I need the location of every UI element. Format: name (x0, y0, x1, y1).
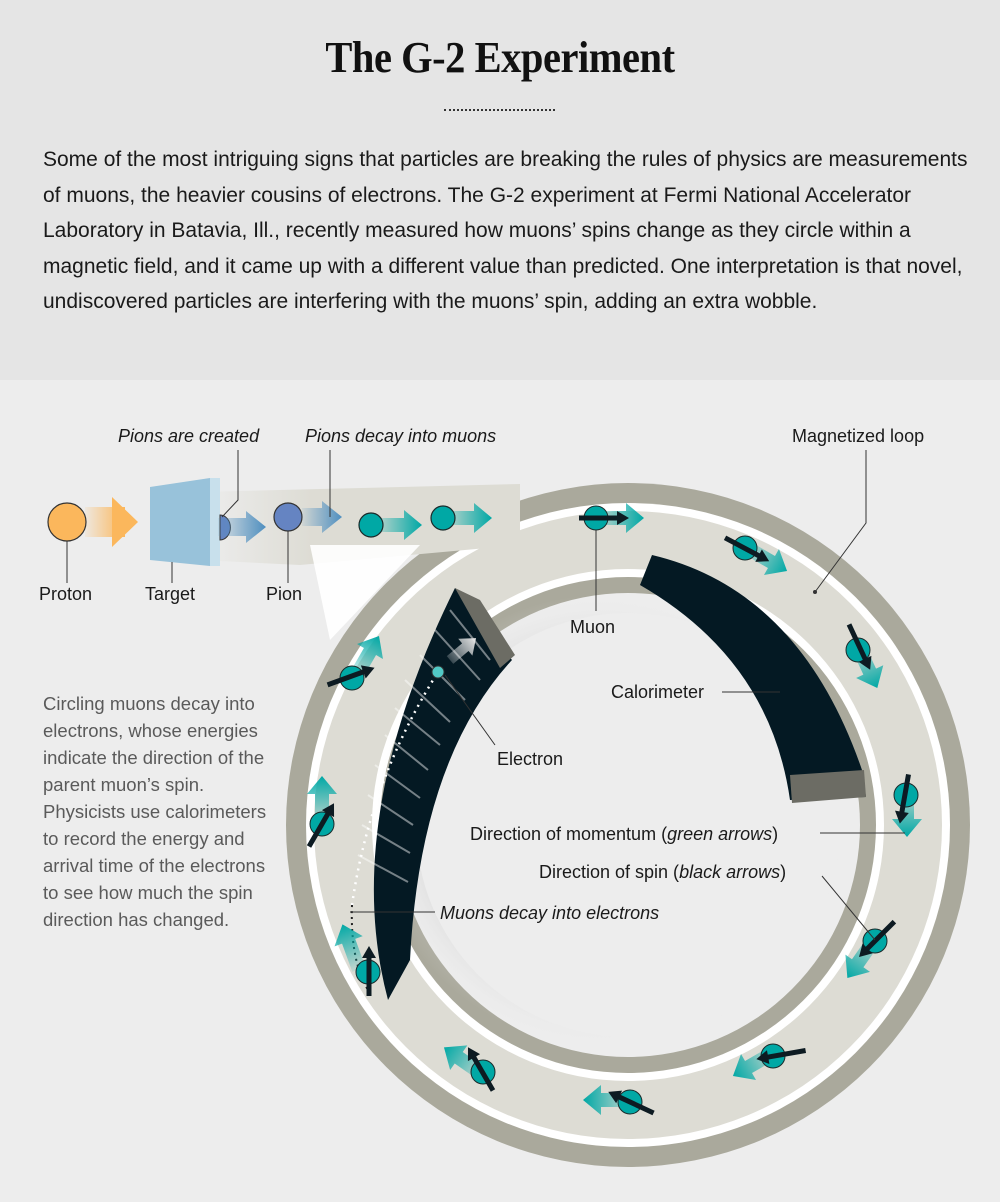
calorimeter-left (373, 588, 512, 1000)
intro-paragraph: Some of the most intriguing signs that p… (43, 148, 968, 313)
label-electron: Electron (497, 749, 564, 769)
header: The G-2 Experiment Some of the most intr… (0, 0, 1000, 380)
label-muon: Muon (570, 617, 616, 637)
label-calorimeter: Calorimeter (611, 682, 705, 702)
target-block (150, 478, 210, 566)
label-momentum-direction: Direction of momentum (green arrows) (470, 824, 779, 844)
side-note: Circling muons decay into electrons, who… (43, 693, 267, 930)
label-target: Target (145, 584, 196, 604)
calorimeter-right (640, 555, 866, 800)
label-magnetized-loop: Magnetized loop (792, 426, 925, 446)
ring-diagram (47, 450, 970, 1167)
label-spin-direction: Direction of spin (black arrows) (539, 862, 787, 882)
title-divider (444, 109, 555, 111)
electron-particle (431, 665, 445, 679)
g2-diagram: Pions are created Pions decay into muons… (0, 380, 1000, 1197)
proton-particle (47, 502, 87, 542)
label-pion: Pion (266, 584, 303, 604)
pion-particle (273, 502, 303, 532)
label-muons-decay: Muons decay into electrons (440, 903, 660, 923)
page-title: The G-2 Experiment (325, 33, 675, 82)
label-pions-decay: Pions decay into muons (305, 426, 497, 446)
label-proton: Proton (39, 584, 93, 604)
label-pions-created: Pions are created (118, 426, 260, 446)
